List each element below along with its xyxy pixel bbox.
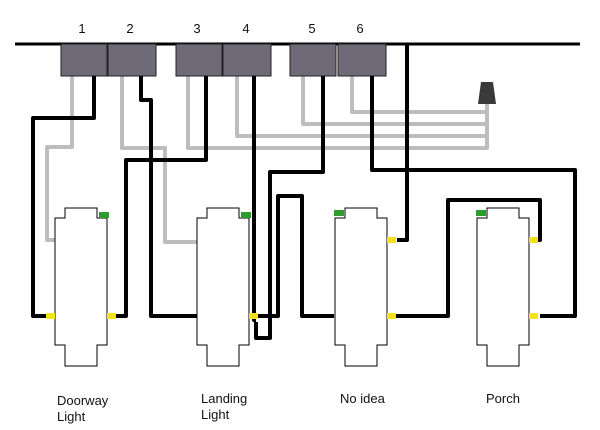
switch-caption-no-idea: No idea (340, 391, 385, 407)
black-wire-feed (397, 44, 409, 242)
switch-doorway (46, 207, 116, 367)
terminal-label-1: 1 (78, 21, 86, 36)
terminal-label-3: 3 (193, 21, 201, 36)
terminal-blocks (60, 43, 387, 77)
black-wire-6 (370, 76, 577, 318)
black-wire-5 (254, 76, 325, 340)
brass-screw (107, 313, 116, 319)
brass-screw (387, 237, 396, 243)
black-wire-1 (31, 76, 96, 318)
gray-wire-1 (45, 76, 74, 242)
switch-body (476, 207, 530, 367)
terminal-block-6 (337, 43, 387, 77)
black-wire-no-idea-left (256, 194, 334, 318)
switch-caption-landing: Landing Light (201, 391, 247, 423)
gray-wires (45, 76, 489, 244)
wire-nut-icon (478, 82, 496, 104)
terminal-label-4: 4 (242, 21, 250, 36)
brass-screw (387, 313, 396, 319)
terminal-block-4 (222, 43, 272, 77)
caption-line: No idea (340, 391, 385, 406)
switch-landing (196, 207, 258, 367)
brass-screw (529, 313, 538, 319)
terminal-label-2: 2 (126, 21, 134, 36)
ground-screw (334, 210, 344, 216)
brass-screw (529, 237, 538, 243)
caption-line: Light (57, 409, 86, 424)
black-wires (31, 44, 577, 340)
caption-line: Light (201, 407, 230, 422)
black-wire-3 (113, 76, 208, 318)
gray-wire-4 (235, 76, 487, 138)
ground-screw (99, 212, 109, 218)
gray-wire-6 (350, 76, 487, 114)
terminal-block-2 (107, 43, 157, 77)
terminal-block-5 (289, 43, 337, 77)
caption-line: Porch (486, 391, 520, 406)
gray-wire-2 (120, 76, 197, 244)
caption-line: Doorway (57, 393, 109, 408)
black-wire-4 (252, 76, 256, 322)
switch-no-idea (334, 207, 396, 367)
brass-screw (46, 313, 55, 319)
terminal-block-1 (60, 43, 108, 77)
terminal-label-5: 5 (308, 21, 316, 36)
switch-body (196, 207, 250, 367)
switch-caption-porch: Porch (486, 391, 520, 407)
caption-line: Landing (201, 391, 248, 406)
terminal-label-6: 6 (356, 21, 364, 36)
terminal-block-3 (175, 43, 223, 77)
gray-wire-5 (301, 76, 487, 126)
ground-screw (476, 210, 486, 216)
switch-porch (476, 207, 538, 367)
switch-body (334, 207, 388, 367)
black-wire-2 (139, 76, 197, 318)
brass-screw (249, 313, 258, 319)
ground-screw (241, 212, 251, 218)
switch-body (54, 207, 108, 367)
switch-caption-doorway: Doorway Light (57, 393, 108, 425)
black-wire-no-idea-right (395, 198, 542, 318)
